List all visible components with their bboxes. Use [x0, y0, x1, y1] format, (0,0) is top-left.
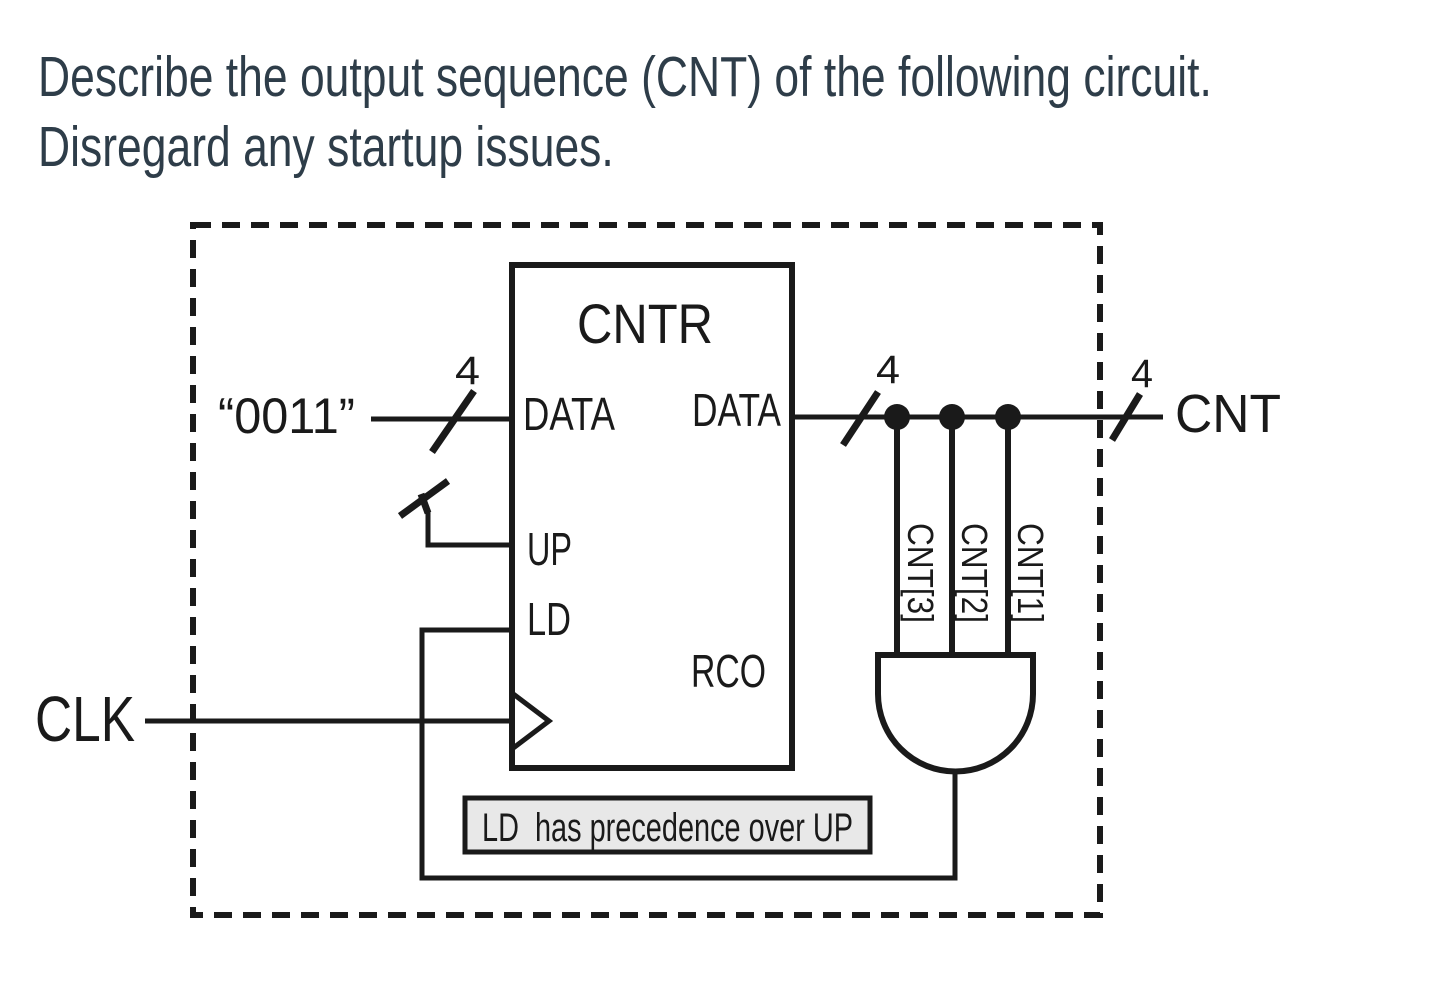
question-line-2: Disregard any startup issues. — [38, 115, 614, 179]
note-text: LD has precedence over UP — [482, 806, 853, 850]
dashed-boundary — [190, 222, 1103, 918]
port-ld-label: LD — [527, 593, 571, 645]
port-data-in-label: DATA — [523, 388, 615, 440]
question-line-1: Describe the output sequence (CNT) of th… — [38, 45, 1212, 109]
counter-title: CNTR — [577, 292, 713, 355]
cnt-label: CNT — [1175, 384, 1281, 444]
data-in-bus-slash — [429, 389, 477, 454]
cnt-bus-slash-1 — [840, 390, 881, 447]
clock-edge-triangle-icon — [510, 691, 554, 751]
and-gate — [875, 652, 1036, 775]
tap-label-cnt2: CNT[2] — [954, 523, 995, 623]
data-constant-label: “0011” — [218, 388, 355, 444]
constant-one-stem-icon — [417, 492, 432, 515]
bus-width-in-label: 4 — [455, 349, 480, 393]
tap-label-cnt3: CNT[3] — [900, 523, 941, 623]
port-rco-label: RCO — [691, 645, 766, 697]
note-box — [462, 795, 873, 855]
cnt-bus-slash-2 — [1109, 392, 1143, 442]
bus-width-out-label: 4 — [876, 348, 900, 392]
bus-width-cnt-label: 4 — [1131, 352, 1153, 396]
port-data-out-label: DATA — [692, 384, 781, 436]
up-wire — [425, 510, 512, 548]
port-up-label: UP — [527, 523, 572, 575]
ld-feedback-wire — [419, 627, 958, 881]
counter-block — [509, 262, 795, 771]
tap-label-cnt1: CNT[1] — [1010, 523, 1051, 623]
clk-label: CLK — [35, 683, 135, 755]
